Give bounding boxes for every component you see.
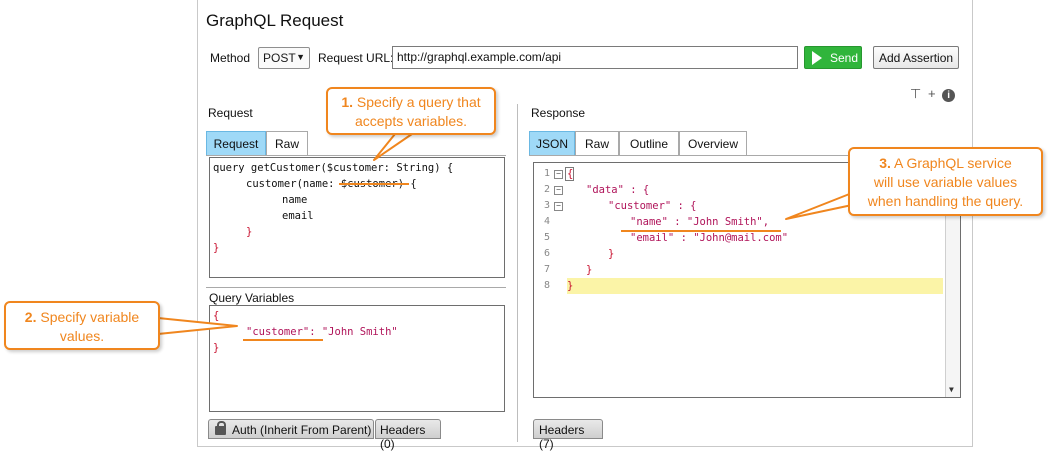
- request-url-input[interactable]: http://graphql.example.com/api: [392, 46, 798, 69]
- tab-request[interactable]: Request: [206, 131, 266, 155]
- callout-3: 3. A GraphQL service will use variable v…: [848, 147, 1043, 216]
- request-section-label: Request: [208, 106, 253, 120]
- variables-editor[interactable]: { "customer": "John Smith" }: [209, 305, 505, 412]
- tab-request-headers[interactable]: Headers (0): [375, 419, 441, 451]
- response-scrollbar[interactable]: ▼: [945, 163, 960, 397]
- line-number: 8: [543, 280, 550, 291]
- graphql-request-window: GraphQL Request Method POST ▼ Request UR…: [197, 0, 973, 451]
- url-label: Request URL:: [318, 51, 394, 65]
- response-tools: ⊤ + i: [910, 86, 958, 102]
- response-line-1: {: [565, 167, 574, 181]
- variables-line-3: }: [213, 342, 220, 354]
- highlight-underline: [621, 230, 781, 232]
- callout-1: 1. Specify a query that accepts variable…: [326, 87, 496, 135]
- plus-icon[interactable]: +: [927, 86, 936, 101]
- query-line-5: }: [246, 226, 253, 238]
- response-line-3: "customer" : {: [608, 200, 697, 212]
- line-number: 6: [543, 248, 550, 259]
- variables-line-2: "customer": "John Smith": [246, 326, 398, 338]
- response-line-7: }: [586, 264, 593, 276]
- tab-response-raw[interactable]: Raw: [575, 131, 619, 155]
- query-line-2: customer(name: $customer) {: [246, 178, 417, 190]
- tab-response-headers[interactable]: Headers (7): [533, 419, 603, 451]
- response-tabs: JSON Raw Outline Overview: [529, 131, 969, 155]
- response-line-2: "data" : {: [586, 184, 650, 196]
- scroll-down-icon[interactable]: ▼: [949, 385, 954, 394]
- info-icon[interactable]: i: [942, 89, 956, 102]
- query-line-3: name: [282, 194, 308, 206]
- line-number: 3: [543, 200, 550, 211]
- fold-toggle-icon[interactable]: −: [554, 202, 563, 211]
- split-divider[interactable]: [517, 104, 518, 442]
- highlight-underline: [243, 339, 323, 341]
- tab-outline[interactable]: Outline: [619, 131, 679, 155]
- response-editor[interactable]: 1 2 3 4 5 6 7 8 − − − { "data" : { "cust…: [533, 162, 961, 398]
- method-label: Method: [210, 51, 251, 65]
- request-tabs: Request Raw: [206, 131, 506, 155]
- window-title: GraphQL Request: [206, 11, 344, 30]
- query-line-1: query getCustomer($customer: String) {: [213, 162, 454, 174]
- send-button[interactable]: Send: [804, 46, 862, 69]
- response-line-5: "email" : "John@mail.com": [630, 232, 789, 244]
- response-line-6: }: [608, 248, 615, 260]
- auth-tab-label: Auth (Inherit From Parent): [232, 423, 372, 437]
- response-section-label: Response: [531, 106, 586, 120]
- fold-toggle-icon[interactable]: −: [554, 170, 563, 179]
- tab-raw[interactable]: Raw: [266, 131, 308, 155]
- line-number: 4: [543, 216, 550, 227]
- variables-label: Query Variables: [209, 291, 295, 305]
- chevron-down-icon: ▼: [296, 52, 305, 62]
- response-line-8: }: [567, 280, 574, 292]
- response-tab-divider: [529, 155, 969, 156]
- tab-json[interactable]: JSON: [529, 131, 575, 155]
- tab-overview[interactable]: Overview: [679, 131, 747, 155]
- query-editor[interactable]: query getCustomer($customer: String) { c…: [209, 157, 505, 278]
- tab-divider: [206, 155, 506, 156]
- line-number: 1: [543, 168, 550, 179]
- response-line-4: "name" : "John Smith",: [630, 216, 770, 228]
- line-number: 7: [543, 264, 550, 275]
- request-toolbar: Method POST ▼ Request URL: http://graphq…: [210, 46, 959, 70]
- tab-auth[interactable]: Auth (Inherit From Parent): [208, 419, 374, 439]
- variables-divider: [206, 287, 506, 288]
- callout-2: 2. Specify variable values.: [4, 301, 160, 350]
- query-line-4: email: [282, 210, 314, 222]
- line-number: 5: [543, 232, 550, 243]
- format-icon[interactable]: ⊤: [910, 86, 922, 101]
- line-number: 2: [543, 184, 550, 195]
- lock-icon: [215, 421, 226, 435]
- method-value: POST: [263, 51, 296, 65]
- current-line-highlight: [567, 278, 943, 294]
- send-label: Send: [830, 51, 859, 65]
- variables-line-1: {: [213, 310, 220, 322]
- fold-toggle-icon[interactable]: −: [554, 186, 563, 195]
- highlight-underline: [339, 183, 409, 185]
- play-icon: [812, 51, 822, 65]
- query-line-6: }: [213, 242, 220, 254]
- method-select[interactable]: POST ▼: [258, 47, 310, 69]
- add-assertion-button[interactable]: Add Assertion: [873, 46, 959, 69]
